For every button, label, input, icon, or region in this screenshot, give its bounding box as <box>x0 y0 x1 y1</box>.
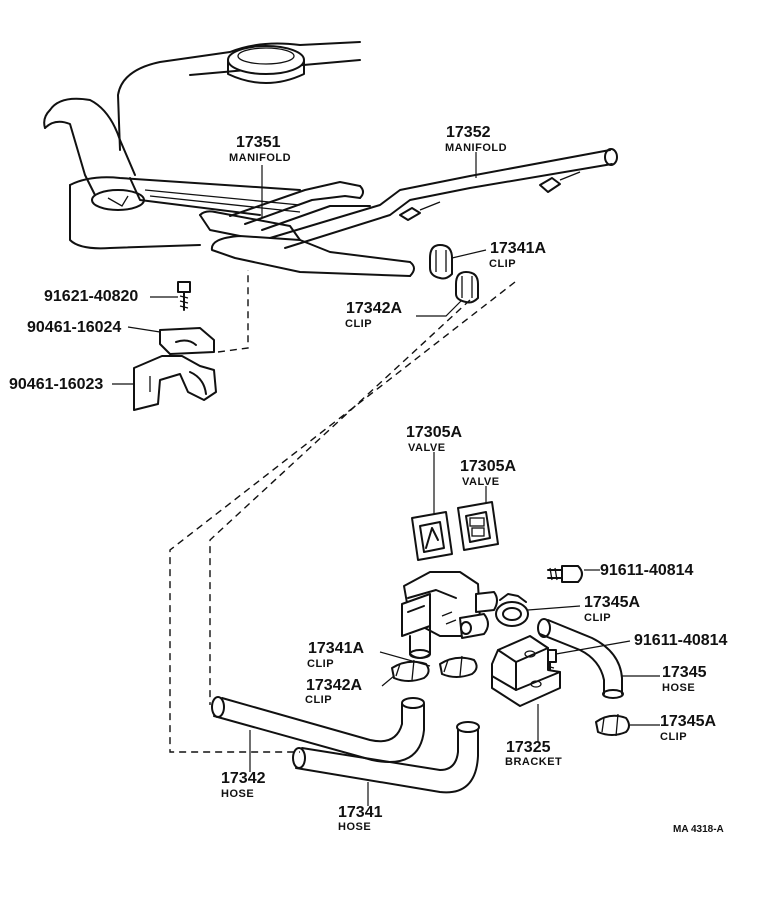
part-number-17341a-top: 17341A <box>490 240 546 257</box>
part-number-17345a-mid: 17345A <box>584 594 640 611</box>
part-number-17305a-left: 17305A <box>406 424 462 441</box>
part-number-17351: 17351 <box>236 134 281 151</box>
routing-guides-drawing <box>169 281 516 753</box>
part-name-17325: BRACKET <box>505 756 562 768</box>
part-number-17342: 17342 <box>221 770 266 787</box>
part-number-91611-40814-top: 91611-40814 <box>600 562 694 579</box>
part-number-17305a-right: 17305A <box>460 458 516 475</box>
part-number-17342a-bottom: 17342A <box>306 677 362 694</box>
hose-17341-drawing <box>292 721 480 794</box>
bracket-drawing <box>491 635 561 707</box>
part-name-17342a-top: CLIP <box>345 318 372 330</box>
clip-17345a-mid-drawing <box>495 593 529 627</box>
part-name-17345: HOSE <box>662 682 695 694</box>
clamp-assembly-drawing <box>133 270 249 411</box>
part-number-17325: 17325 <box>506 739 551 756</box>
part-name-17352: MANIFOLD <box>445 142 507 154</box>
part-name-17345a-mid: CLIP <box>584 612 611 624</box>
part-number-17352: 17352 <box>446 124 491 141</box>
part-number-90461-16024: 90461-16024 <box>27 319 121 336</box>
valve-gaskets-drawing <box>411 501 499 561</box>
part-number-90461-16023: 90461-16023 <box>9 376 103 393</box>
part-name-17341: HOSE <box>338 821 371 833</box>
part-number-17341a-bottom: 17341A <box>308 640 364 657</box>
part-number-17341: 17341 <box>338 804 383 821</box>
heater-valve-drawing <box>401 571 498 659</box>
manifold-pipes-drawing <box>199 148 618 277</box>
part-name-17305a-left: VALVE <box>408 442 446 454</box>
part-name-17342a-bottom: CLIP <box>305 694 332 706</box>
part-name-17351: MANIFOLD <box>229 152 291 164</box>
engine-housing-drawing <box>43 41 361 250</box>
part-number-91611-40814-mid: 91611-40814 <box>634 632 728 649</box>
part-number-17345: 17345 <box>662 664 707 681</box>
part-name-17305a-right: VALVE <box>462 476 500 488</box>
drawing-code: MA 4318-A <box>673 824 724 835</box>
part-name-17341a-top: CLIP <box>489 258 516 270</box>
part-name-17345a-bottom: CLIP <box>660 731 687 743</box>
bottom-clips-drawing <box>391 655 478 682</box>
part-number-17342a-top: 17342A <box>346 300 402 317</box>
top-clips-drawing <box>429 244 479 304</box>
leader-lines <box>112 152 660 806</box>
part-name-17341a-bottom: CLIP <box>307 658 334 670</box>
callout-labels: 17351 MANIFOLD 17352 MANIFOLD 17341A CLI… <box>9 124 728 835</box>
part-name-17342: HOSE <box>221 788 254 800</box>
part-number-17345a-bottom: 17345A <box>660 713 716 730</box>
part-number-91621-40820: 91621-40820 <box>44 288 138 305</box>
clip-17345a-bottom-drawing <box>595 713 630 737</box>
